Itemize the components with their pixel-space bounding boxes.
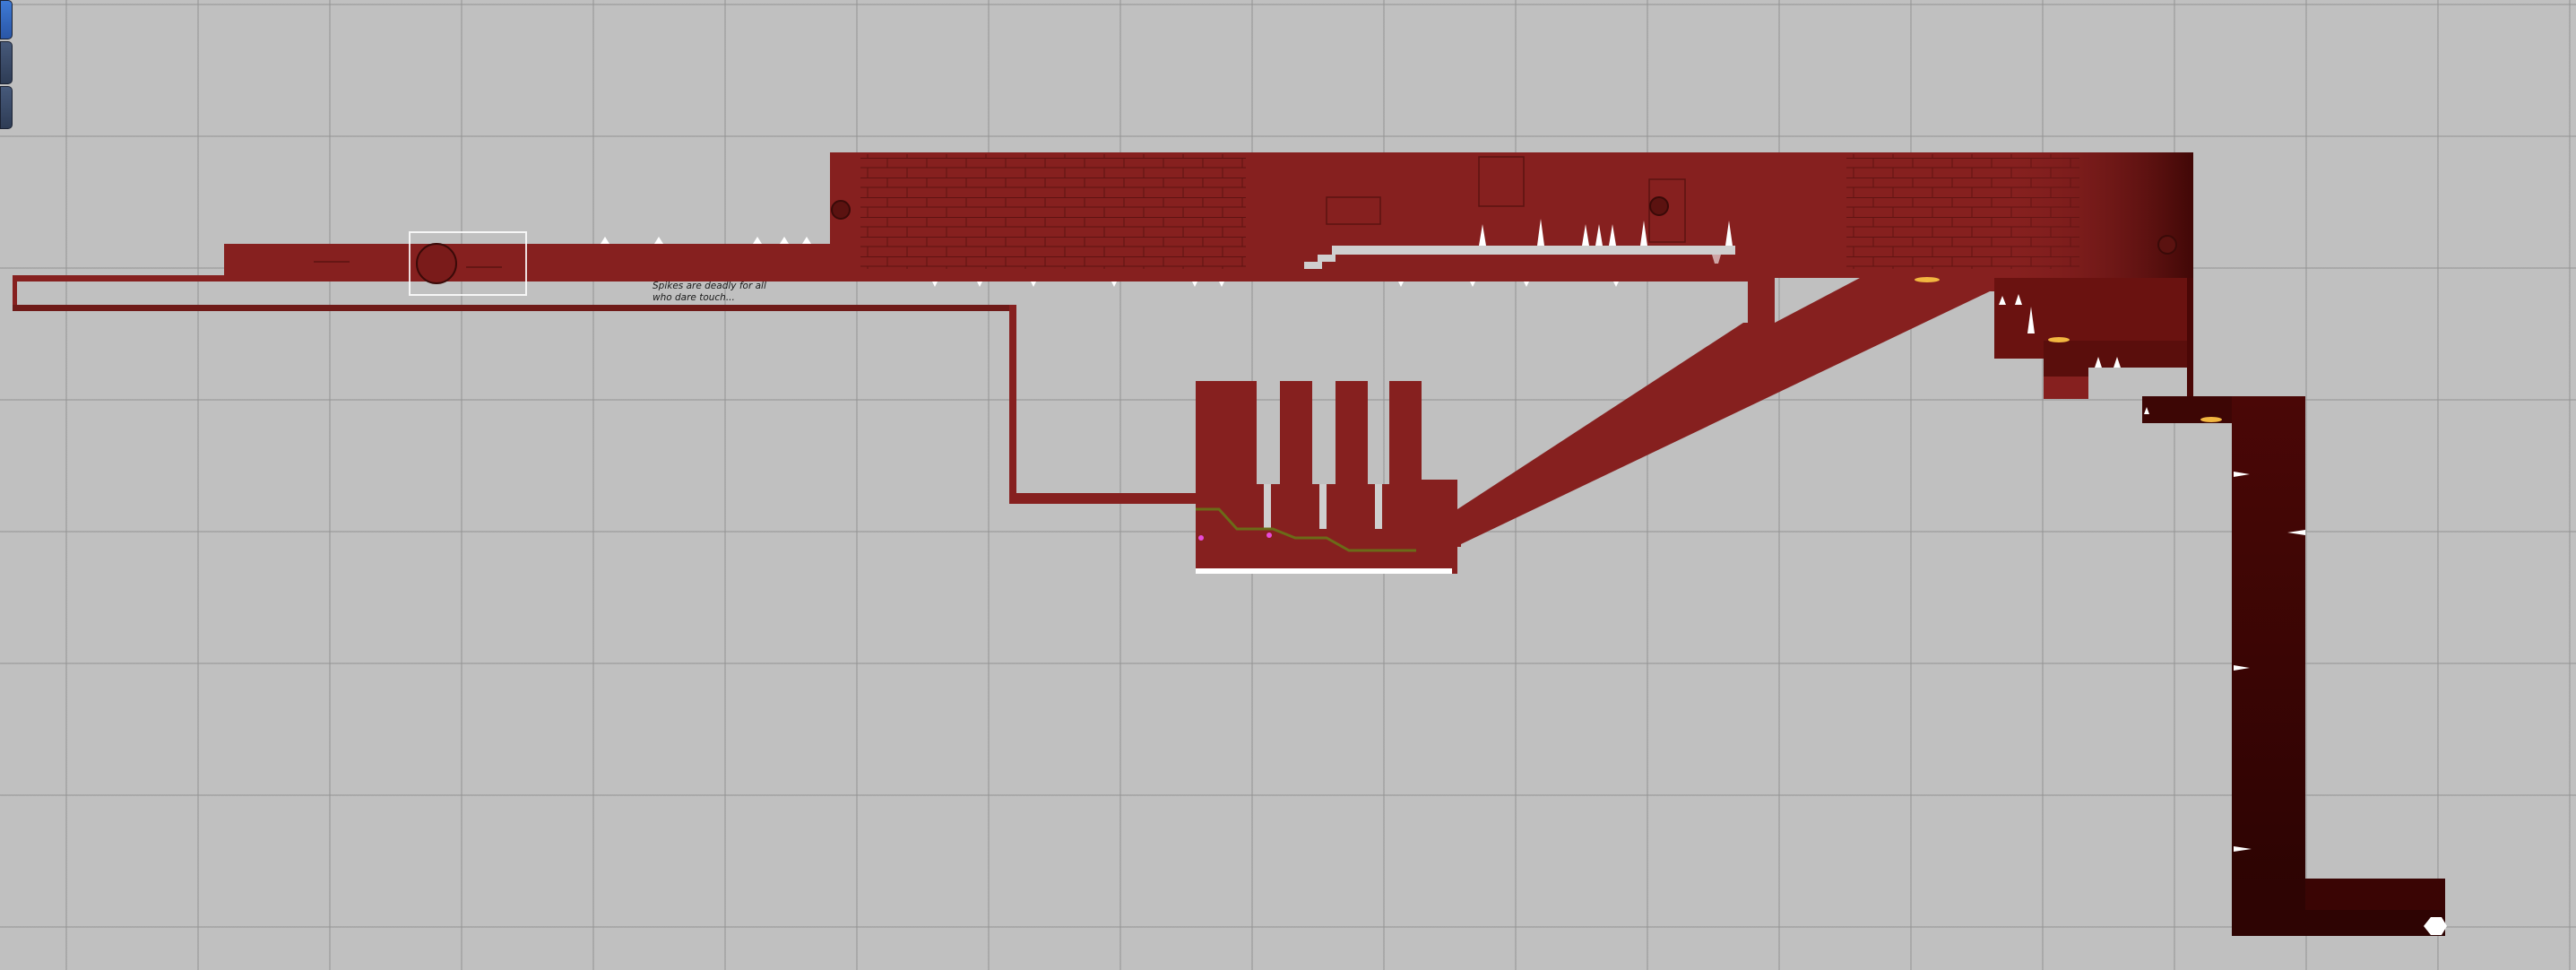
hexagon-exit-icon[interactable] bbox=[2424, 917, 2447, 935]
spike-row-upper bbox=[601, 219, 1733, 264]
upper-wall-block bbox=[830, 152, 2193, 278]
thin-corridor bbox=[13, 275, 1751, 504]
tutorial-sign-text: Spikes are deadly for all who dare touch… bbox=[653, 281, 766, 303]
grey-platforms bbox=[1304, 246, 1735, 269]
upper-left-corridor bbox=[224, 244, 830, 280]
pillar-room bbox=[1196, 381, 1461, 574]
torch-lights bbox=[1915, 277, 2222, 422]
dark-shaft bbox=[2142, 396, 2445, 936]
editor-tool-tab[interactable] bbox=[0, 86, 13, 129]
spike-row-corridor bbox=[932, 281, 1619, 287]
selection-box[interactable] bbox=[409, 231, 527, 296]
right-descending-wall bbox=[1434, 278, 2193, 544]
editor-tool-tab[interactable] bbox=[0, 41, 13, 84]
editor-tool-tab[interactable] bbox=[0, 0, 13, 39]
